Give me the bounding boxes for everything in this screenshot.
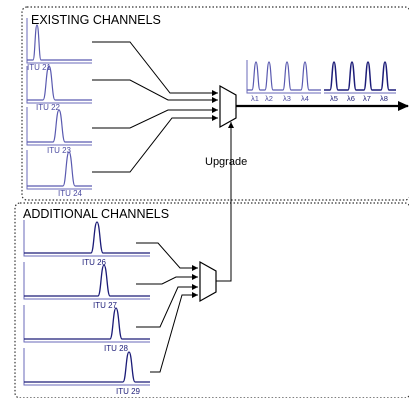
existing-channel-2: ITU 22 [26,65,92,112]
existing-spectrum: λ1 λ2 λ3 λ4 [246,60,321,103]
lambda-8-label: λ8 [380,94,388,103]
lambda-5-label: λ5 [330,94,338,103]
additional-channel-4: ITU 29 [23,348,150,396]
existing-channel-3: ITU 23 [26,107,92,155]
additional-channel-2: ITU 27 [23,262,150,310]
added-spectrum-trace [324,61,396,91]
lambda-7-label: λ7 [363,94,371,103]
existing-channel-3-label: ITU 23 [47,146,72,155]
existing-channel-2-label: ITU 22 [36,103,61,112]
lambda-6-label: λ6 [347,94,355,103]
lambda-3-label: λ3 [283,94,291,103]
existing-channel-4-trace [27,151,92,187]
existing-fiber-connections [92,41,218,173]
existing-channel-2-trace [27,65,92,101]
existing-channel-4: ITU 24 [26,150,92,198]
additional-channel-1-trace [24,221,150,254]
existing-channels-title: EXISTING CHANNELS [31,13,161,27]
additional-channels-title: ADDITIONAL CHANNELS [23,207,169,221]
existing-channels-box [21,6,409,201]
added-spectrum: λ5 λ6 λ7 λ8 [324,61,396,103]
additional-channel-3-label: ITU 28 [104,344,129,353]
additional-channel-2-label: ITU 27 [93,301,118,310]
upgrade-label: Upgrade [205,156,247,168]
additional-channel-3: ITU 28 [23,305,150,353]
existing-multiplexer [219,84,237,129]
existing-channel-1-label: ITU 21 [27,63,52,72]
additional-channel-2-trace [24,264,150,297]
additional-channel-4-label: ITU 29 [116,387,141,396]
existing-channel-1: ITU 21 [26,18,92,72]
additional-channel-4-trace [24,351,150,383]
existing-channel-1-trace [27,24,92,61]
additional-channels-box [14,202,409,398]
existing-channel-4-label: ITU 24 [58,189,83,198]
additional-channel-1-label: ITU 26 [82,258,107,267]
additional-fiber-connections [136,242,198,373]
lambda-2-label: λ2 [265,94,273,103]
additional-multiplexer [199,260,217,303]
lambda-4-label: λ4 [301,94,309,103]
additional-channel-3-trace [24,307,150,340]
existing-spectrum-trace [247,61,321,91]
existing-channel-3-trace [27,109,92,143]
additional-channel-1: ITU 26 [23,220,150,267]
lambda-1-label: λ1 [251,94,259,103]
upgrade-path-arrow [216,122,234,282]
